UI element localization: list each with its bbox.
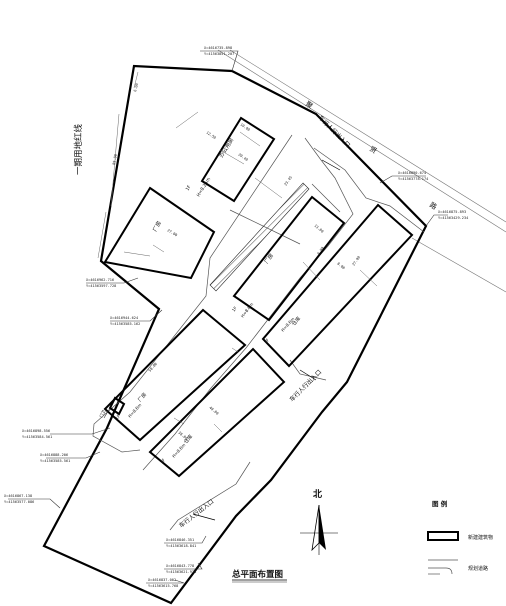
warehouse-1-outline [261,203,414,368]
factory-2-name: 厂房 [136,391,148,403]
warehouse-2-floors: 1F [159,457,167,465]
guard-house-outline [108,396,126,416]
guard-house-name: 门卫 [97,409,106,419]
coord-x: X=4616846.351 [166,538,194,542]
buildings [103,116,414,478]
coord-y: Y=41563851.207 [204,52,234,56]
dim-value: 13.00 [313,224,324,234]
coord-y: Y=41563618.841 [166,544,196,548]
coordinate-leaders [8,50,448,584]
dim-value: 38.00 [177,431,188,441]
dim-value: 8.00 [336,262,345,271]
coord-y: Y=41563585.561 [40,459,70,463]
road-char-0: 聚 [304,100,314,110]
dim-value: 27.00 [352,255,361,266]
office-building-outline [200,116,276,203]
parking-strip [209,182,310,292]
factory-1-floors: 1F [231,305,238,313]
coord-x: X=4616890.674 [398,171,426,175]
dimension-lines [97,71,378,433]
dim-value: 6.00 [133,83,139,92]
coordinate-labels: X=4616735.898 Y=41563851.207 X=4616890.6… [4,46,468,588]
coord-x: X=4616962.716 [86,278,114,282]
warehouse-2-name: 仓库 [182,433,194,445]
dim-value: 27.00 [167,228,178,237]
factory-a-name: 厂房 [151,219,163,233]
coord-y: Y=41563621.938 [166,570,196,574]
dim-value: 8.00 [317,246,325,255]
coord-y: Y=41563429.234 [438,216,468,220]
dim-value: 12.50 [205,131,216,140]
coord-x: X=4616843.778 [166,564,194,568]
coord-x: X=4616898.556 [22,429,50,433]
legend-road-label: 规划道路 [468,565,488,572]
road-name: 聚 贤 路 [304,100,439,211]
road-char-2: 路 [428,200,439,211]
coord-y: Y=41563585.162 [110,322,140,326]
coord-x: X=4616735.898 [204,46,232,50]
page-title: 总平面布置图 [232,569,283,580]
dim-value: 20.40 [237,153,248,162]
coord-y: Y=41563584.561 [22,435,52,439]
coord-y: Y=41563778.174 [398,177,428,181]
coord-x: X=4616837.002 [148,578,176,582]
road-char-1: 贤 [368,144,379,155]
coord-y: Y=41563615.768 [148,584,178,588]
legend-title: 图 例 [432,499,448,508]
entrance-markers [192,159,341,521]
site-boundary [42,64,428,605]
factory-1-outline [232,195,346,322]
internal-roads [92,134,425,531]
legend-building-swatch [427,531,459,541]
dimension-values: 12.50 20.40 10.00 27.00 23.45 13.00 58.0… [112,83,361,441]
dim-value: 23.45 [284,175,293,186]
legend-road-swatch [428,559,458,575]
coord-x: X=4616944.624 [110,316,138,320]
warehouse-1-floors: 1F [263,337,271,345]
dim-value: 40.00 [208,406,219,416]
main-road [217,49,506,293]
legend-building-label: 新建建筑物 [468,534,493,541]
warehouse-2-outline [148,347,286,478]
coord-y: Y=41563597.728 [86,284,116,288]
north-arrow: 北 [300,488,338,555]
office-floors: 1F [185,184,193,192]
red-line-label: 一期用地红线 [73,123,84,175]
factory-2-height: H=8.6m [127,402,142,418]
dim-value: 58.00 [148,362,158,373]
entrance-label-bottom: 车行人行出入口 [177,497,215,529]
factory-a-outline [103,186,216,280]
dim-value: 85.00 [112,154,118,165]
warehouse-1-name: 仓库 [290,315,302,327]
warehouse-2-height: H=8.6m [171,442,186,458]
building-labels: 办公用房 1F H=8.25m 厂房 厂房 1F H=8.6m 仓库 1F H=… [97,136,302,465]
office-name: 办公用房 [217,136,236,159]
factory-2-floors: 1F [114,413,122,421]
dim-value: 10.00 [239,123,250,132]
coord-x: X=4616875.893 [438,210,466,214]
coord-x: X=4616888.206 [40,453,68,457]
coord-y: Y=41563577.086 [4,500,34,504]
legend: 图 例 新建建筑物 规划道路 [427,499,493,575]
north-label: 北 [313,488,322,500]
factory-2-outline [103,308,247,442]
coord-x: X=4616867.138 [4,494,32,498]
north-arrow-icon [319,505,326,550]
